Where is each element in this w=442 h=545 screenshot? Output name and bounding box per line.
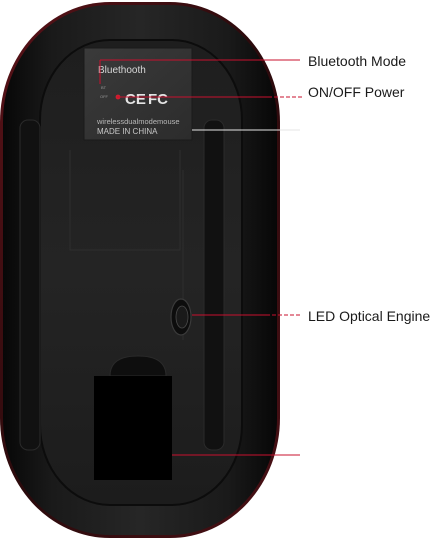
label-origin-text: MADE IN CHINA — [97, 127, 158, 136]
plate-seam — [69, 150, 181, 251]
product-label-sticker — [83, 47, 193, 141]
right-glide-rail — [203, 119, 225, 451]
label-brand-text: Bluethooth — [98, 65, 146, 76]
optical-sensor-lens — [175, 305, 189, 329]
callout-led-optical-engine: LED Optical Engine — [308, 308, 430, 324]
label-switch-off: OFF — [100, 94, 109, 99]
battery-cover-top — [109, 355, 167, 377]
ce-mark: CE — [125, 91, 146, 108]
label-model-text: wirelessdualmodemouse — [96, 117, 180, 126]
left-glide-rail — [19, 119, 41, 451]
callout-on-off-power: ON/OFF Power — [308, 84, 405, 100]
label-switch-bt: BT — [101, 85, 107, 90]
battery-compartment — [94, 376, 172, 480]
fc-mark: FC — [148, 91, 168, 108]
callout-bluetooth-mode: Bluetooth Mode — [308, 53, 406, 69]
